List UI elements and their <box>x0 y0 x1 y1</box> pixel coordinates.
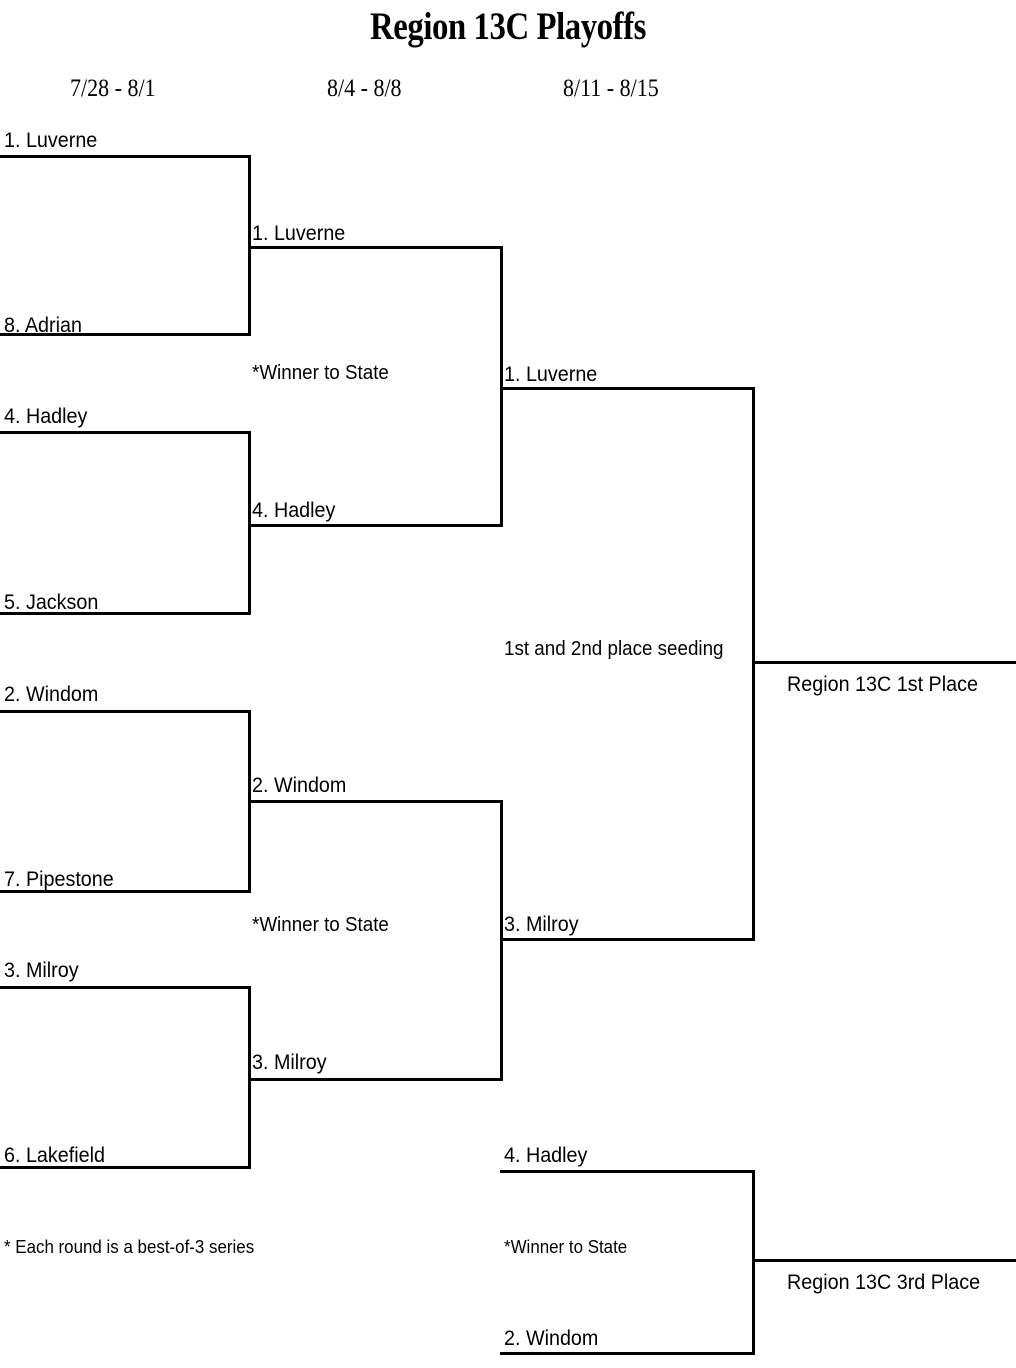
round2-match1-note: *Winner to State <box>252 362 389 384</box>
round1-match2-bottom-team: 5. Jackson <box>4 591 99 614</box>
consolation-bottom-line <box>500 1352 755 1355</box>
round1-match1-bottom-team: 8. Adrian <box>4 314 82 337</box>
round1-match3-bottom-team: 7. Pipestone <box>4 868 114 891</box>
round-date-2: 8/4 - 8/8 <box>327 75 402 102</box>
round1-match1-top-team: 1. Luverne <box>4 129 98 152</box>
round2-match2-bottom-team: 3. Milroy <box>252 1051 327 1074</box>
round1-match4-top-team: 3. Milroy <box>4 959 79 982</box>
round1-match3-bottom-line <box>0 890 251 893</box>
round1-match2-top-line <box>0 431 251 434</box>
footnote: * Each round is a best-of-3 series <box>4 1237 255 1257</box>
round1-match2-bottom-line <box>0 612 251 615</box>
round3-top-team: 1. Luverne <box>504 363 598 386</box>
first-place-label: Region 13C 1st Place <box>787 673 978 696</box>
round3-top-line <box>500 387 755 390</box>
round1-match2-connector <box>248 431 251 615</box>
round1-match1-bottom-line <box>0 333 251 336</box>
round1-match2-top-team: 4. Hadley <box>4 405 88 428</box>
third-place-label: Region 13C 3rd Place <box>787 1271 981 1294</box>
round2-match1-top-line <box>248 246 503 249</box>
round1-match4-bottom-team: 6. Lakefield <box>4 1144 105 1167</box>
round2-match1-connector <box>500 246 503 527</box>
consolation-note: *Winner to State <box>504 1237 628 1257</box>
round2-match1-bottom-team: 4. Hadley <box>252 499 336 522</box>
round1-match1-top-line <box>0 155 251 158</box>
consolation-top-team: 4. Hadley <box>504 1144 588 1167</box>
round2-match2-bottom-line <box>248 1078 503 1081</box>
round-date-1: 7/28 - 8/1 <box>70 75 156 102</box>
round3-connector <box>752 387 755 941</box>
round1-match3-top-team: 2. Windom <box>4 683 99 706</box>
consolation-top-line <box>500 1170 755 1173</box>
round1-match1-connector <box>248 155 251 336</box>
round3-bottom-line <box>500 938 755 941</box>
round1-match4-connector <box>248 986 251 1169</box>
round2-match2-top-line <box>248 800 503 803</box>
consolation-connector <box>752 1170 755 1355</box>
round2-match2-top-team: 2. Windom <box>252 774 347 797</box>
round-date-3: 8/11 - 8/15 <box>563 75 659 102</box>
round1-match4-top-line <box>0 986 251 989</box>
round1-match4-bottom-line <box>0 1166 251 1169</box>
round2-match1-bottom-line <box>248 524 503 527</box>
consolation-bottom-team: 2. Windom <box>504 1327 599 1350</box>
round2-match1-top-team: 1. Luverne <box>252 222 346 245</box>
round3-bottom-team: 3. Milroy <box>504 913 579 936</box>
round2-match2-note: *Winner to State <box>252 914 389 936</box>
round1-match3-top-line <box>0 710 251 713</box>
third-place-line <box>752 1259 1016 1262</box>
first-place-line <box>752 661 1016 664</box>
round3-seeding-note: 1st and 2nd place seeding <box>504 638 724 660</box>
page-title: Region 13C Playoffs <box>370 5 646 48</box>
